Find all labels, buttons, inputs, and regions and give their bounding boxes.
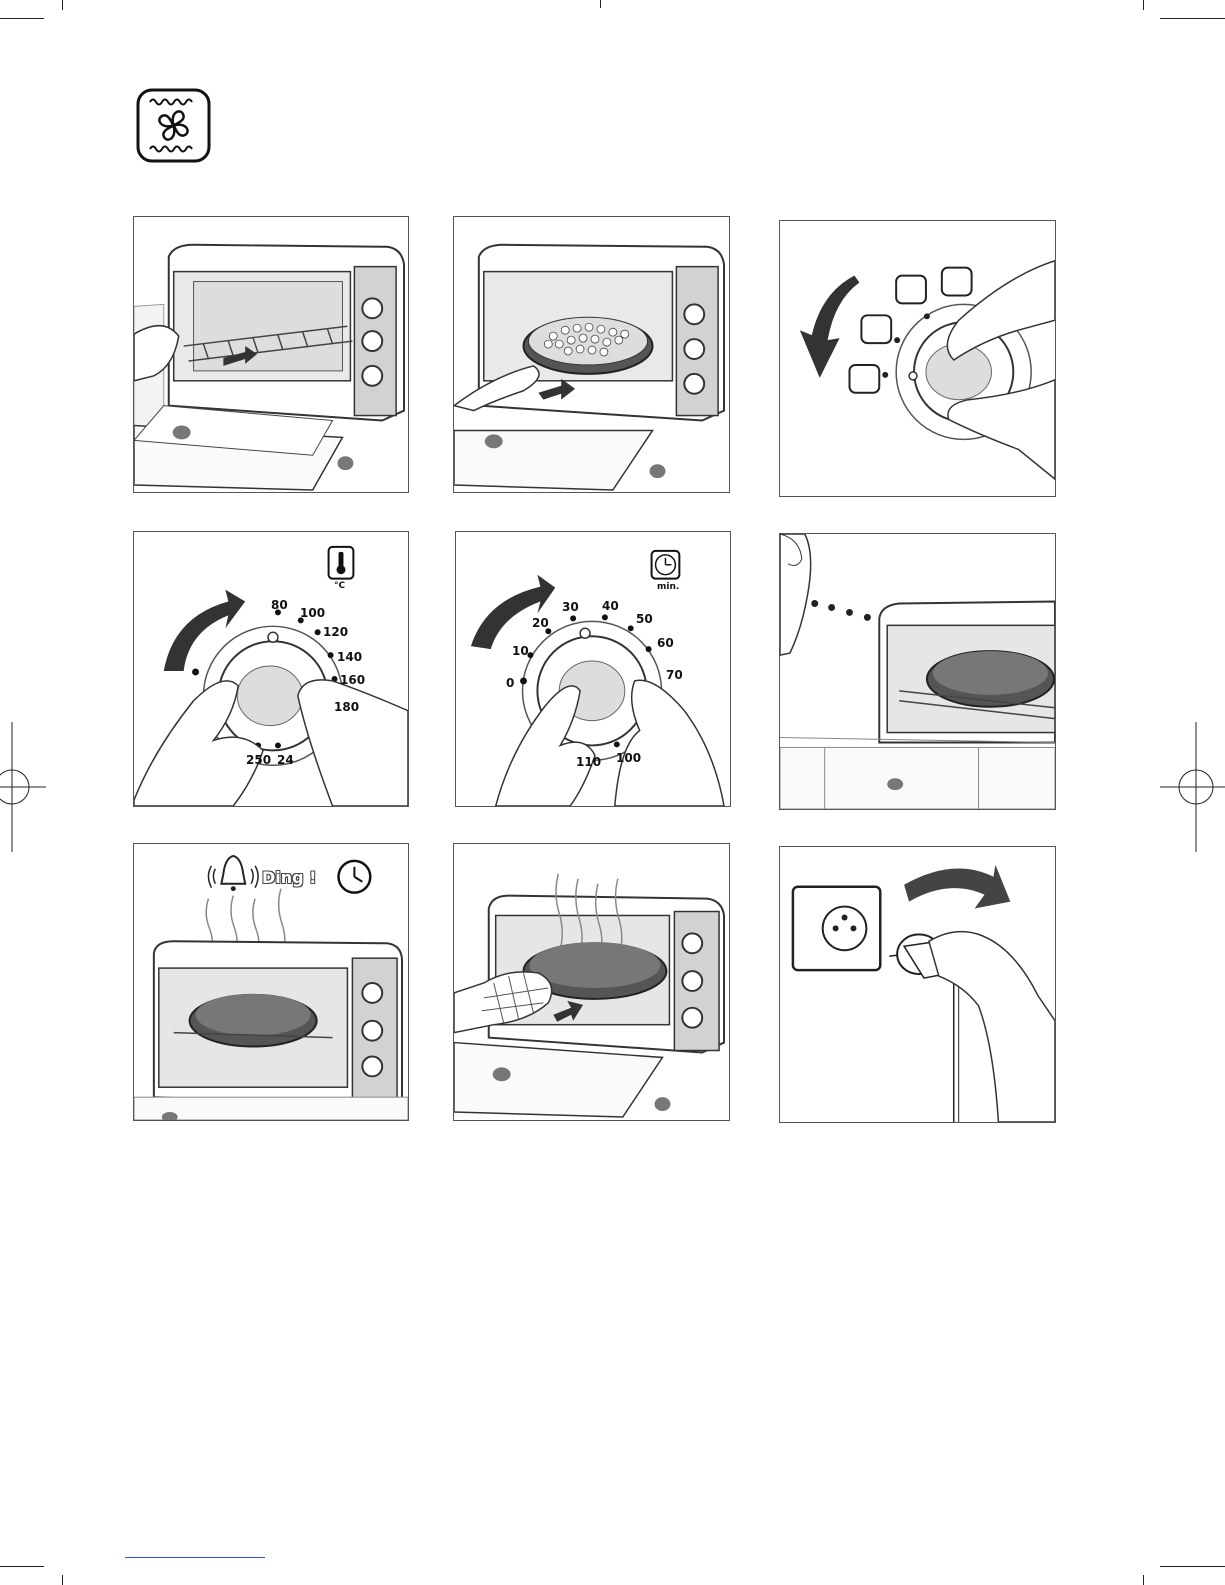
crop-mark (1143, 0, 1144, 10)
timer-unit-label: min. (657, 582, 679, 592)
temp-label-160: 160 (340, 673, 365, 687)
oven-rack-insert-icon (134, 217, 408, 492)
temp-label-140: 140 (337, 650, 362, 664)
panel-watch-cooking (779, 533, 1056, 810)
temp-label-180: 180 (334, 700, 359, 714)
timer-label-50: 50 (636, 612, 653, 626)
temp-label-80: 80 (271, 598, 288, 612)
crop-mark (62, 1575, 63, 1585)
oven-tart-insert-icon (454, 217, 729, 492)
crop-mark (0, 18, 44, 19)
crop-mark (1160, 18, 1225, 19)
woman-watching-oven-icon (780, 534, 1055, 809)
timer-label-30: 30 (562, 600, 579, 614)
footer-divider (125, 1557, 265, 1558)
mode-dial-icon (780, 221, 1055, 496)
crop-mark (0, 1566, 44, 1567)
crop-mark (62, 0, 63, 10)
timer-label-0: 0 (506, 676, 514, 690)
timer-label-60: 60 (657, 636, 674, 650)
crop-mark (1143, 1575, 1144, 1585)
crop-mark (600, 0, 601, 8)
panel-place-tart (453, 216, 730, 493)
ding-text: Ding ! (262, 868, 316, 887)
timer-label-40: 40 (602, 599, 619, 613)
temperature-unit-label: °C (334, 581, 345, 591)
registration-mark-left (0, 722, 46, 852)
fan-heat-icon (136, 88, 211, 163)
timer-label-20: 20 (532, 616, 549, 630)
timer-label-110: 110 (576, 755, 601, 769)
panel-set-temperature: °C 80 100 120 140 160 180 250 24 (133, 531, 409, 807)
wall-socket-plug-icon (780, 847, 1055, 1122)
timer-label-10: 10 (512, 644, 529, 658)
panel-unplug (779, 846, 1056, 1123)
panel-remove-tart (453, 843, 730, 1121)
timer-label-70: 70 (666, 668, 683, 682)
temp-label-250: 250 (246, 753, 271, 767)
crop-mark (1160, 1566, 1225, 1567)
registration-mark-right (1160, 722, 1225, 852)
panel-select-mode (779, 220, 1056, 497)
temp-label-100: 100 (300, 606, 325, 620)
panel-set-timer: min. 0 10 20 30 40 50 60 70 110 100 (455, 531, 731, 807)
temp-label-24: 24 (277, 753, 294, 767)
temp-label-120: 120 (323, 625, 348, 639)
timer-label-100: 100 (616, 751, 641, 765)
panel-insert-rack (133, 216, 409, 493)
oven-mitt-icon (454, 844, 729, 1120)
